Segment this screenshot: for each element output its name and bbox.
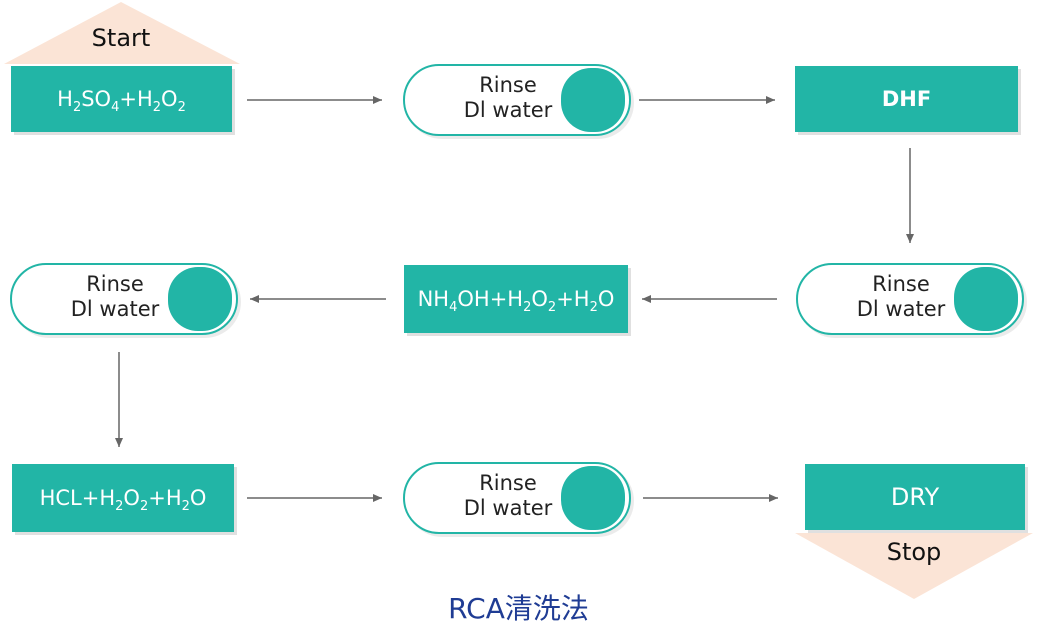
step-dhf-label: DHF: [881, 87, 932, 111]
step-h2so4-formula: H2SO4+H2O2: [57, 87, 186, 115]
step-rinse-4: Rinse Dl water: [403, 462, 631, 534]
step-dhf: DHF: [795, 66, 1018, 132]
step-rinse-2-text: Rinse Dl water: [856, 272, 946, 321]
step-rinse-1: Rinse Dl water: [403, 64, 631, 136]
diagram-title: RCA清洗法: [448, 592, 589, 625]
step-rinse-2-circle: [954, 267, 1018, 331]
step-hcl-formula: HCL+H2O2+H2O: [39, 486, 207, 514]
step-rinse-3-circle: [168, 267, 232, 331]
step-dry: DRY: [805, 464, 1025, 530]
start-label: Start: [91, 24, 151, 52]
step-rinse-3-text: Rinse Dl water: [70, 272, 160, 321]
step-rinse-1-text: Rinse Dl water: [463, 73, 553, 122]
step-h2so4-h2o2: H2SO4+H2O2: [11, 66, 232, 132]
step-rinse-4-circle: [561, 466, 625, 530]
step-rinse-3: Rinse Dl water: [10, 263, 238, 335]
step-nh4oh-h2o2-h2o: NH4OH+H2O2+H2O: [404, 265, 628, 333]
stop-triangle: [795, 533, 1033, 599]
step-rinse-2: Rinse Dl water: [796, 263, 1024, 335]
step-rinse-4-text: Rinse Dl water: [463, 471, 553, 520]
step-nh4oh-formula: NH4OH+H2O2+H2O: [417, 287, 615, 315]
step-dry-label: DRY: [890, 483, 940, 511]
step-rinse-1-circle: [561, 68, 625, 132]
stop-label: Stop: [886, 538, 942, 566]
start-triangle: [4, 2, 240, 64]
step-hcl-h2o2-h2o: HCL+H2O2+H2O: [12, 464, 234, 532]
